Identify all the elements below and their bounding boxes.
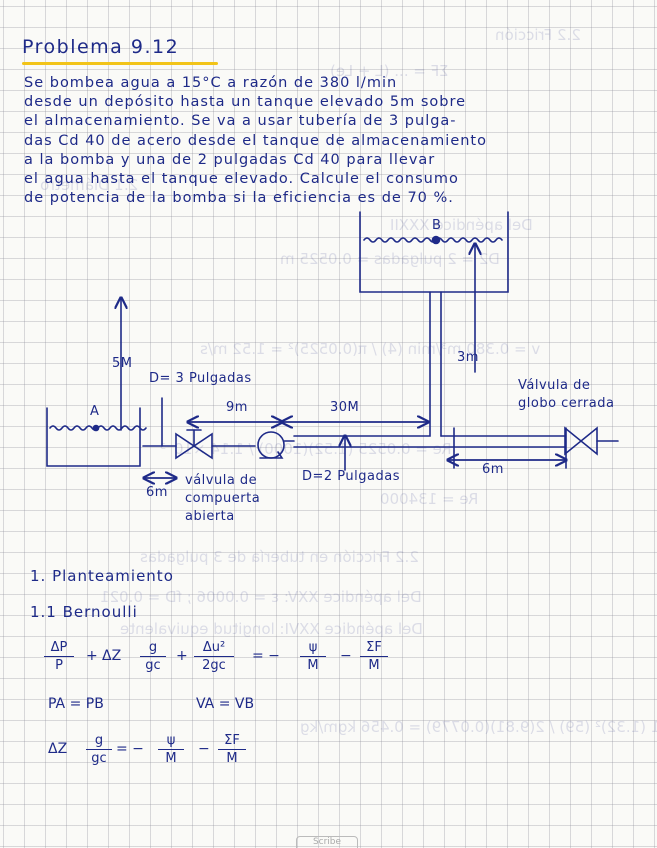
fraction-sf-m: ΣF M [218,733,246,766]
tank-a [46,407,141,467]
pa-equals-pb: PA = PB [48,696,104,712]
fraction-sf-m: ΣF M [360,640,388,673]
length-6m-left-label: 6m [146,485,168,500]
fraction-w-m: ψ M [158,733,184,766]
section-planteamiento: 1. Planteamiento [30,567,174,585]
fraction-du2-2gc: Δu² 2gc [194,640,234,673]
length-9m-label: 9m [226,400,248,415]
delta-z: ΔZ [102,648,122,664]
title-highlight [22,62,218,65]
globe-valve-icon [564,426,598,456]
problem-line: el agua hasta el tanque elevado. Calcule… [24,171,459,188]
equals-minus: = − [252,648,280,664]
pipe-2in [293,291,431,437]
fraction-g-gc: g gc [140,640,166,673]
delta-z: ΔZ [48,741,68,757]
tank-a-label: A [90,404,100,419]
level-dot-b [431,235,441,245]
page-title: Problema 9.12 [22,36,180,58]
diameter-2in-label: D=2 Pulgadas [302,469,400,484]
scribe-stamp: Scribe [296,836,358,848]
minus-sign: − [340,648,352,664]
length-6m-right-label: 6m [482,462,504,477]
problem-line: Se bombea agua a 15°C a razón de 380 l/m… [24,75,398,91]
problem-line: de potencia de la bomba si la eficiencia… [24,190,454,207]
problem-statement: Se bombea agua a 15°C a razón de 380 l/m… [24,74,624,208]
globe-valve-label: Válvula de globo cerrada [518,378,615,411]
va-equals-vb: VA = VB [196,696,255,712]
level-dot-a [92,424,100,432]
tank-b-label: B [432,218,442,233]
section-bernoulli: 1.1 Bernoulli [30,603,138,621]
minus-sign: − [198,741,210,757]
tank-b [359,211,509,293]
problem-line: a la bomba y una de 2 pulgadas Cd 40 par… [24,151,436,168]
height-3m-label: 3m [457,350,479,365]
plus-sign: + [176,648,188,664]
plus-sign: + [86,648,98,664]
problem-line: das Cd 40 de acero desde el tanque de al… [24,132,487,149]
problem-line: desde un depósito hasta un tanque elevad… [24,94,467,111]
problem-line: el almacenamiento. Se va a usar tubería … [24,113,457,130]
gate-valve-icon [175,432,213,460]
equals-minus: = − [116,741,144,757]
fraction-g-gc: g gc [86,733,112,766]
fraction-w-m: ψ M [300,640,326,673]
gate-valve-label: válvula de compuerta abierta [185,473,261,524]
diameter-3in-label: D= 3 Pulgadas [149,371,252,386]
height-5m-label: 5M [112,356,133,371]
length-30m-label: 30M [330,400,360,415]
fraction-dp-p: ΔP P [44,640,74,673]
